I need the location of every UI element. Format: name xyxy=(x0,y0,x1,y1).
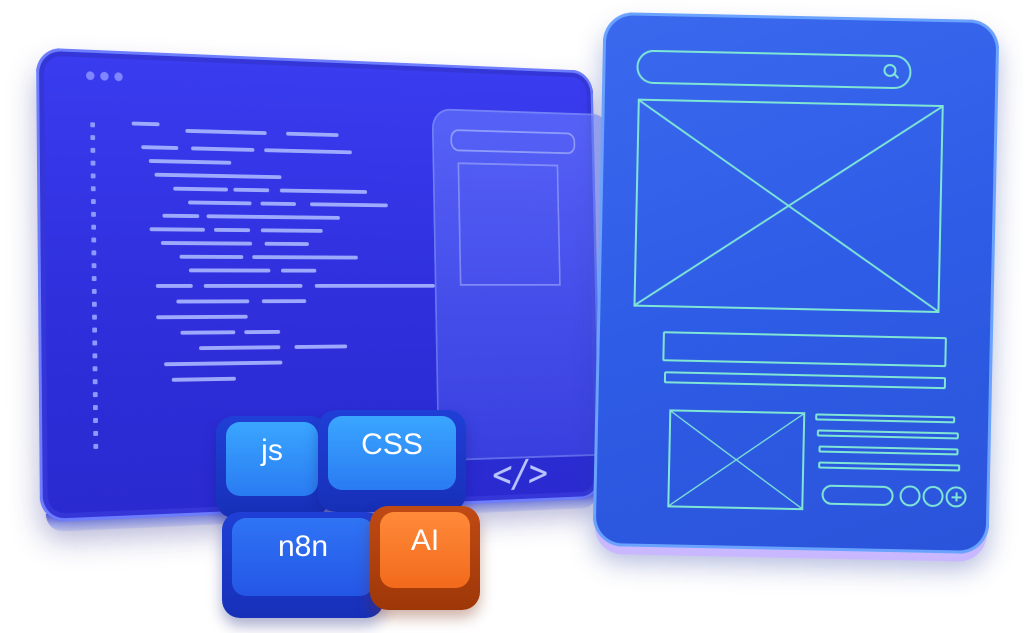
wireframe-text-line xyxy=(816,429,959,440)
gutter-marker xyxy=(92,314,97,320)
keycap-js: js xyxy=(216,416,328,518)
keycap-label: CSS xyxy=(361,428,423,461)
ghost-image-box xyxy=(457,162,561,286)
code-line xyxy=(162,213,200,219)
code-line xyxy=(173,186,228,192)
wireframe-tablet xyxy=(592,11,1000,555)
gutter-marker xyxy=(91,250,97,256)
keycap-label: n8n xyxy=(277,530,329,563)
gutter-marker xyxy=(92,379,98,385)
code-line xyxy=(171,376,236,382)
window-dot-maximize xyxy=(114,72,123,82)
code-line xyxy=(264,241,309,246)
wireframe-text-line xyxy=(815,413,956,424)
gutter-marker xyxy=(90,186,96,192)
code-line xyxy=(260,201,297,206)
code-line xyxy=(286,131,339,137)
code-line xyxy=(203,283,303,288)
ghost-wireframe-panel xyxy=(431,108,617,462)
code-line xyxy=(199,345,281,351)
code-line xyxy=(244,329,281,335)
code-line xyxy=(233,187,270,193)
code-line xyxy=(188,200,252,206)
code-line xyxy=(176,299,250,304)
wireframe-title-bar xyxy=(662,331,947,368)
window-controls xyxy=(85,71,123,82)
line-number-gutter xyxy=(90,122,99,457)
window-dot-close xyxy=(85,71,95,81)
code-tag-icon: </> xyxy=(490,451,548,497)
gutter-marker xyxy=(93,443,99,449)
code-line xyxy=(310,202,388,208)
image-placeholder-icon xyxy=(635,100,942,311)
keycap-label: AI xyxy=(410,524,440,557)
code-line xyxy=(141,145,179,150)
wireframe-dot xyxy=(922,485,944,508)
wireframe-text-line xyxy=(818,445,959,456)
gutter-marker xyxy=(90,135,96,141)
gutter-marker xyxy=(92,353,98,359)
gutter-marker xyxy=(90,173,96,179)
gutter-marker xyxy=(91,211,96,217)
code-line xyxy=(131,121,160,127)
gutter-marker xyxy=(90,122,96,128)
gutter-marker xyxy=(90,199,96,205)
code-line xyxy=(179,254,244,259)
gutter-marker xyxy=(91,276,97,282)
code-line xyxy=(314,283,435,288)
code-line xyxy=(164,360,283,367)
code-line xyxy=(180,330,236,335)
code-line xyxy=(280,268,317,273)
code-line xyxy=(185,128,267,136)
gutter-marker xyxy=(91,288,97,294)
gutter-marker xyxy=(93,405,98,411)
code-line xyxy=(260,228,323,233)
wireframe-button xyxy=(821,484,894,507)
window-dot-minimize xyxy=(100,71,109,81)
code-lines xyxy=(36,48,592,382)
code-line xyxy=(155,283,193,288)
search-icon xyxy=(883,64,897,78)
image-placeholder-icon xyxy=(669,411,804,509)
code-line xyxy=(188,268,271,273)
wireframe-text-line xyxy=(818,461,961,472)
gutter-marker xyxy=(92,392,98,398)
code-line xyxy=(154,172,282,180)
keycap-ai: AI xyxy=(370,506,480,610)
gutter-marker xyxy=(91,237,97,243)
wireframe-subtitle-bar xyxy=(663,371,947,390)
code-line xyxy=(148,159,232,165)
plus-icon xyxy=(945,486,967,508)
gutter-marker xyxy=(91,224,97,230)
gutter-marker xyxy=(91,263,97,269)
keycap-label: js xyxy=(261,434,283,467)
wireframe-search-bar xyxy=(636,49,912,90)
gutter-marker xyxy=(92,340,98,346)
code-line xyxy=(160,241,253,246)
wireframe-thumbnail xyxy=(667,409,806,511)
gutter-marker xyxy=(91,301,97,307)
gutter-marker xyxy=(90,160,96,166)
code-line xyxy=(252,255,358,260)
code-line xyxy=(156,314,248,320)
code-line xyxy=(279,188,368,194)
code-line xyxy=(261,299,307,304)
keycap-n8n: n8n xyxy=(222,512,384,618)
ghost-search-bar xyxy=(450,129,576,155)
code-line xyxy=(191,146,255,152)
code-line xyxy=(264,148,352,155)
gutter-marker xyxy=(92,327,98,333)
gutter-marker xyxy=(93,430,99,436)
code-line xyxy=(294,344,348,349)
keycap-css: CSS xyxy=(318,410,466,512)
code-line xyxy=(213,227,251,233)
code-line xyxy=(206,214,340,220)
gutter-marker xyxy=(90,147,96,153)
wireframe-hero-image xyxy=(633,98,944,314)
wireframe-dot xyxy=(899,485,921,507)
gutter-marker xyxy=(93,417,98,424)
code-line xyxy=(149,227,205,232)
gutter-marker xyxy=(92,366,98,372)
